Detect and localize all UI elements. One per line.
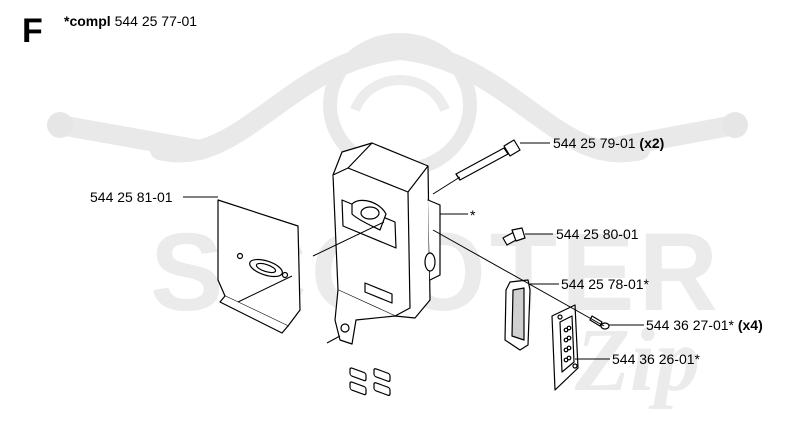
label-muffler-mark: *: [470, 207, 476, 223]
bolt-long: [455, 139, 521, 181]
label-spark-screen[interactable]: 544 25 78-01*: [561, 276, 649, 292]
watermark-subtext: Zip: [574, 311, 700, 410]
kit-reference: *compl 544 25 77-01: [64, 13, 197, 29]
screw-small: [589, 315, 610, 330]
assembly-line-bracket: [326, 335, 341, 344]
deflector-plate: [551, 304, 579, 391]
watermark-arc: [150, 39, 650, 163]
muffler-body: [332, 142, 441, 396]
assembly-line-gasket-lower: [237, 275, 293, 303]
label-gasket[interactable]: 544 25 81-01: [90, 189, 173, 205]
assembly-line-gasket: [312, 221, 385, 257]
label-bolt-long[interactable]: 544 25 79-01 (x2): [553, 135, 665, 151]
assembly-line-screw: [432, 229, 605, 327]
gasket-plate: [217, 199, 301, 334]
label-bolt-short[interactable]: 544 25 80-01: [556, 226, 639, 242]
section-letter: F: [22, 12, 43, 50]
label-deflector-plate[interactable]: 544 36 26-01*: [612, 351, 700, 367]
kit-prefix: *compl: [64, 13, 111, 29]
kit-number: 544 25 77-01: [114, 13, 198, 29]
spark-screen: [504, 279, 531, 351]
label-screw[interactable]: 544 36 27-01* (x4): [646, 317, 763, 333]
assembly-line-bolt: [432, 176, 461, 195]
bolt-short: [502, 227, 526, 246]
